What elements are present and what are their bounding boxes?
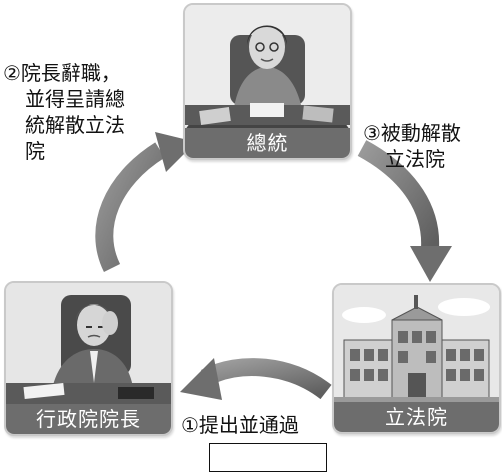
arrow-legislature-to-premier bbox=[180, 358, 332, 400]
step2-line3: 統解散立法 bbox=[25, 113, 125, 137]
premier-card: 行政院院長 bbox=[4, 281, 173, 436]
step3-line1: ③被動解散 bbox=[363, 121, 461, 145]
president-card: 總統 bbox=[183, 3, 352, 160]
premier-caption: 行政院院長 bbox=[6, 404, 171, 434]
legislature-card: 立法院 bbox=[332, 283, 501, 434]
step2-line2: 並得呈請總 bbox=[25, 87, 125, 111]
step1-label: ①提出並通過 bbox=[181, 413, 299, 437]
president-caption: 總統 bbox=[185, 128, 350, 158]
arrow-president-to-legislature bbox=[357, 140, 452, 282]
legislature-caption: 立法院 bbox=[334, 402, 499, 432]
step2-line1: ②院長辭職， bbox=[3, 61, 121, 85]
step3-label: ③被動解散 立法院 bbox=[363, 120, 498, 172]
step3-line2: 立法院 bbox=[385, 147, 445, 171]
answer-blank-box[interactable] bbox=[209, 443, 327, 472]
step2-line4: 院 bbox=[25, 139, 45, 163]
step2-label: ②院長辭職， 並得呈請總 統解散立法 院 bbox=[3, 60, 188, 164]
